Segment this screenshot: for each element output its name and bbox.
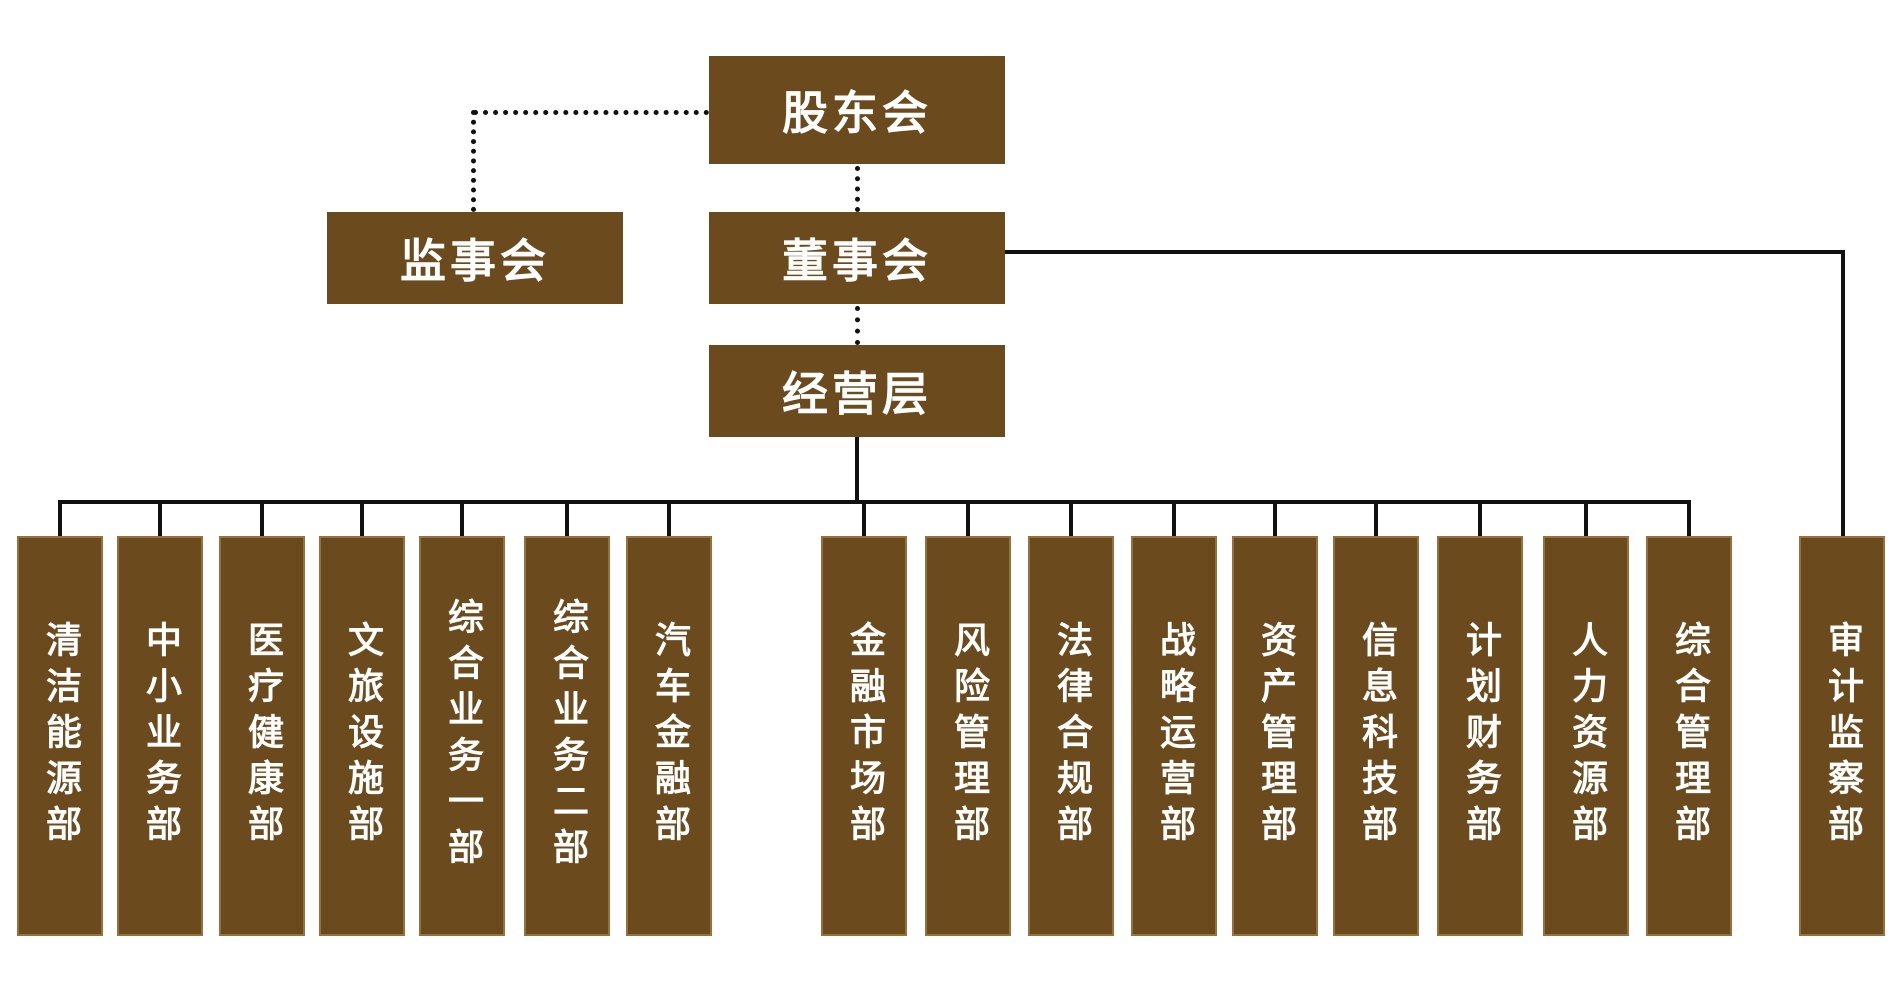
dept-label: 风险管理部 (948, 621, 989, 851)
connector-stub-5 (460, 500, 464, 536)
connector-stub-6 (565, 500, 569, 536)
connector-stub-12 (1273, 500, 1277, 536)
connector-stub-13 (1374, 500, 1378, 536)
dept-label: 法律合规部 (1051, 621, 1092, 851)
node-board-label: 董事会 (782, 234, 932, 288)
dept-label: 金融市场部 (844, 621, 885, 851)
dept-label: 清洁能源部 (40, 621, 81, 851)
dept-human-resources: 人力资源部 (1543, 536, 1629, 936)
dept-label: 文旅设施部 (342, 621, 383, 851)
node-shareholders: 股东会 (709, 56, 1005, 164)
dept-medical-health: 医疗健康部 (219, 536, 305, 936)
dept-comprehensive-business-2: 综合业务二部 (524, 536, 610, 936)
connector-stub-7 (667, 500, 671, 536)
dept-legal-compliance: 法律合规部 (1028, 536, 1114, 936)
connector-stub-16 (1687, 500, 1691, 536)
connector-stub-2 (158, 500, 162, 536)
connector-stub-10 (1069, 500, 1073, 536)
dept-label: 战略运营部 (1154, 621, 1195, 851)
connector-board-audit-vertical (1841, 250, 1845, 536)
dept-label: 综合业务一部 (442, 598, 483, 874)
connector-board-management (855, 306, 860, 345)
connector-stub-9 (966, 500, 970, 536)
node-shareholders-label: 股东会 (782, 86, 932, 140)
connector-stub-1 (58, 500, 62, 536)
dept-label: 计划财务部 (1460, 621, 1501, 851)
dept-general-administration: 综合管理部 (1646, 536, 1732, 936)
dept-auto-finance: 汽车金融部 (626, 536, 712, 936)
dept-label: 人力资源部 (1566, 621, 1607, 851)
connector-stub-4 (360, 500, 364, 536)
connector-stub-8 (862, 500, 866, 536)
node-management: 经营层 (709, 345, 1005, 437)
dept-comprehensive-business-1: 综合业务一部 (419, 536, 505, 936)
connector-stub-11 (1172, 500, 1176, 536)
dept-sme-business: 中小业务部 (117, 536, 203, 936)
dept-label: 综合业务二部 (547, 598, 588, 874)
dept-label: 医疗健康部 (242, 621, 283, 851)
dept-information-technology: 信息科技部 (1333, 536, 1419, 936)
dept-label: 信息科技部 (1356, 621, 1397, 851)
dept-clean-energy: 清洁能源部 (17, 536, 103, 936)
connector-stub-3 (260, 500, 264, 536)
node-board: 董事会 (709, 212, 1005, 304)
dept-planning-finance: 计划财务部 (1437, 536, 1523, 936)
dept-label: 资产管理部 (1255, 621, 1296, 851)
dept-label: 综合管理部 (1669, 621, 1710, 851)
connector-shareholders-supervisors-horizontal (473, 110, 709, 115)
dept-culture-tourism-facilities: 文旅设施部 (319, 536, 405, 936)
dept-audit-supervision: 审计监察部 (1799, 536, 1885, 936)
dept-asset-management: 资产管理部 (1232, 536, 1318, 936)
connector-stub-14 (1478, 500, 1482, 536)
node-supervisors: 监事会 (327, 212, 623, 304)
node-management-label: 经营层 (782, 367, 932, 421)
connector-board-audit-horizontal (1005, 250, 1845, 254)
dept-risk-management: 风险管理部 (925, 536, 1011, 936)
connector-department-bus (58, 500, 1691, 504)
dept-label: 审计监察部 (1822, 621, 1863, 851)
node-supervisors-label: 监事会 (400, 234, 550, 288)
dept-label: 中小业务部 (140, 621, 181, 851)
connector-stub-15 (1584, 500, 1588, 536)
dept-label: 汽车金融部 (649, 621, 690, 851)
connector-management-bus (855, 437, 859, 504)
connector-shareholders-board (855, 166, 860, 212)
connector-shareholders-supervisors-vertical (471, 110, 476, 212)
dept-strategy-operations: 战略运营部 (1131, 536, 1217, 936)
dept-financial-markets: 金融市场部 (821, 536, 907, 936)
